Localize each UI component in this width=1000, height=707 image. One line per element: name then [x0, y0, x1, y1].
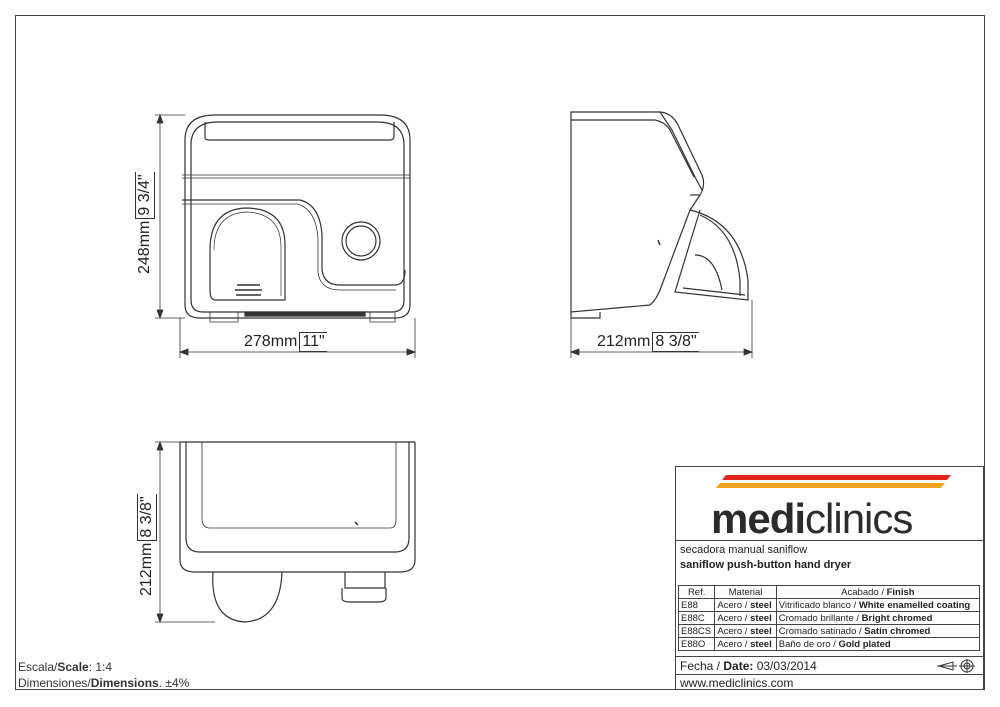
row-finish-en: Bright chromed [861, 612, 933, 624]
row-material-en: steel [750, 612, 772, 624]
header-ref: Ref. [677, 585, 716, 599]
row-material: Acero / steel [714, 637, 777, 651]
row-material-es: Acero / [717, 625, 751, 637]
drawing-frame [15, 15, 985, 690]
logo-bold-part: medi [711, 495, 806, 542]
top-depth-in: 8 3/8" [137, 494, 157, 541]
row-ref: E88CS [677, 624, 716, 638]
row-ref: E88C [677, 611, 716, 625]
side-dimension-lines [569, 300, 754, 358]
row-ref: E88O [677, 637, 716, 651]
top-depth-mm: 212mm [138, 542, 155, 596]
date-row: Fecha / Date: 03/03/2014 [676, 656, 983, 674]
row-finish-es: Vitrificado blanco / [778, 599, 859, 611]
front-height-dimension: 248mm9 3/4" [135, 170, 155, 274]
row-finish: Baño de oro / Gold plated [775, 637, 981, 651]
row-finish-es: Cromado brillante / [778, 612, 862, 624]
top-view [179, 441, 416, 623]
top-depth-dimension: 212mm8 3/8" [137, 492, 157, 596]
row-finish-es: Baño de oro / [778, 638, 839, 650]
title-block: mediclinics secadora manual saniflow san… [675, 466, 984, 690]
logo-stripes [716, 475, 951, 488]
row-material-es: Acero / [717, 599, 751, 611]
front-height-mm: 248mm [136, 220, 153, 274]
scale-value: : 1:4 [88, 660, 113, 674]
header-finish-en: Finish [886, 586, 915, 598]
description-es: secadora manual saniflow [680, 544, 808, 556]
scale-label-es: Escala/ [18, 660, 58, 674]
row-finish-en: Gold plated [838, 638, 891, 650]
date-label-en: Date: [723, 659, 757, 673]
row-material-en: steel [750, 599, 772, 611]
description-en: saniflow push-button hand dryer [680, 559, 852, 571]
row-finish-es: Cromado satinado / [778, 625, 865, 637]
date-value: 03/03/2014 [756, 659, 817, 673]
dimensions-label-en: Dimensions [90, 676, 159, 690]
dimensions-label-es: Dimensiones/ [18, 676, 91, 690]
side-depth-in: 8 3/8" [652, 332, 699, 352]
logo-light-part: clinics [805, 495, 913, 542]
tolerance-line: Dimensiones/Dimensions. ±4% [18, 676, 189, 690]
first-angle-projection-icon [937, 659, 975, 673]
front-view [182, 114, 411, 323]
row-finish: Vitrificado blanco / White enamelled coa… [775, 598, 981, 612]
header-finish: Acabado / Finish [775, 585, 981, 599]
row-material-en: steel [750, 625, 772, 637]
logo-wordmark: mediclinics [711, 495, 913, 543]
scale-line: Escala/Scale: 1:4 [18, 660, 112, 674]
table-row: E88 Acero / steel Vitrificado blanco / W… [677, 598, 981, 612]
table-header-row: Ref. Material Acabado / Finish [677, 585, 981, 599]
front-width-in: 11" [299, 332, 327, 352]
row-material: Acero / steel [714, 611, 777, 625]
row-ref: E88 [677, 598, 716, 612]
date-label-es: Fecha / [680, 659, 724, 673]
scale-label-en: Scale [57, 660, 89, 674]
row-material-en: steel [750, 638, 772, 650]
header-material: Material [714, 585, 777, 599]
front-dimension-lines [155, 113, 417, 358]
row-finish: Cromado brillante / Bright chromed [775, 611, 981, 625]
front-width-mm: 278mm [244, 333, 298, 350]
website-url: www.mediclinics.com [676, 674, 983, 690]
table-row: E88CS Acero / steel Cromado satinado / S… [677, 624, 981, 638]
row-material-es: Acero / [717, 612, 751, 624]
row-finish-en: White enamelled coating [858, 599, 971, 611]
header-finish-es: Acabado / [841, 586, 887, 598]
row-material-es: Acero / [717, 638, 751, 650]
row-material: Acero / steel [714, 598, 777, 612]
front-height-in: 9 3/4" [135, 172, 155, 219]
reference-table: Ref. Material Acabado / Finish E88 Acero… [677, 585, 981, 651]
side-view [570, 111, 749, 319]
brand-logo: mediclinics [676, 467, 983, 543]
row-finish: Cromado satinado / Satin chromed [775, 624, 981, 638]
side-depth-mm: 212mm [597, 333, 651, 350]
table-row: E88C Acero / steel Cromado brillante / B… [677, 611, 981, 625]
product-description: secadora manual saniflow saniflow push-b… [676, 541, 983, 577]
row-material: Acero / steel [714, 624, 777, 638]
tolerance-value: . ±4% [158, 676, 190, 690]
row-finish-en: Satin chromed [864, 625, 931, 637]
top-dimension-lines [155, 440, 215, 624]
table-row: E88O Acero / steel Baño de oro / Gold pl… [677, 637, 981, 651]
